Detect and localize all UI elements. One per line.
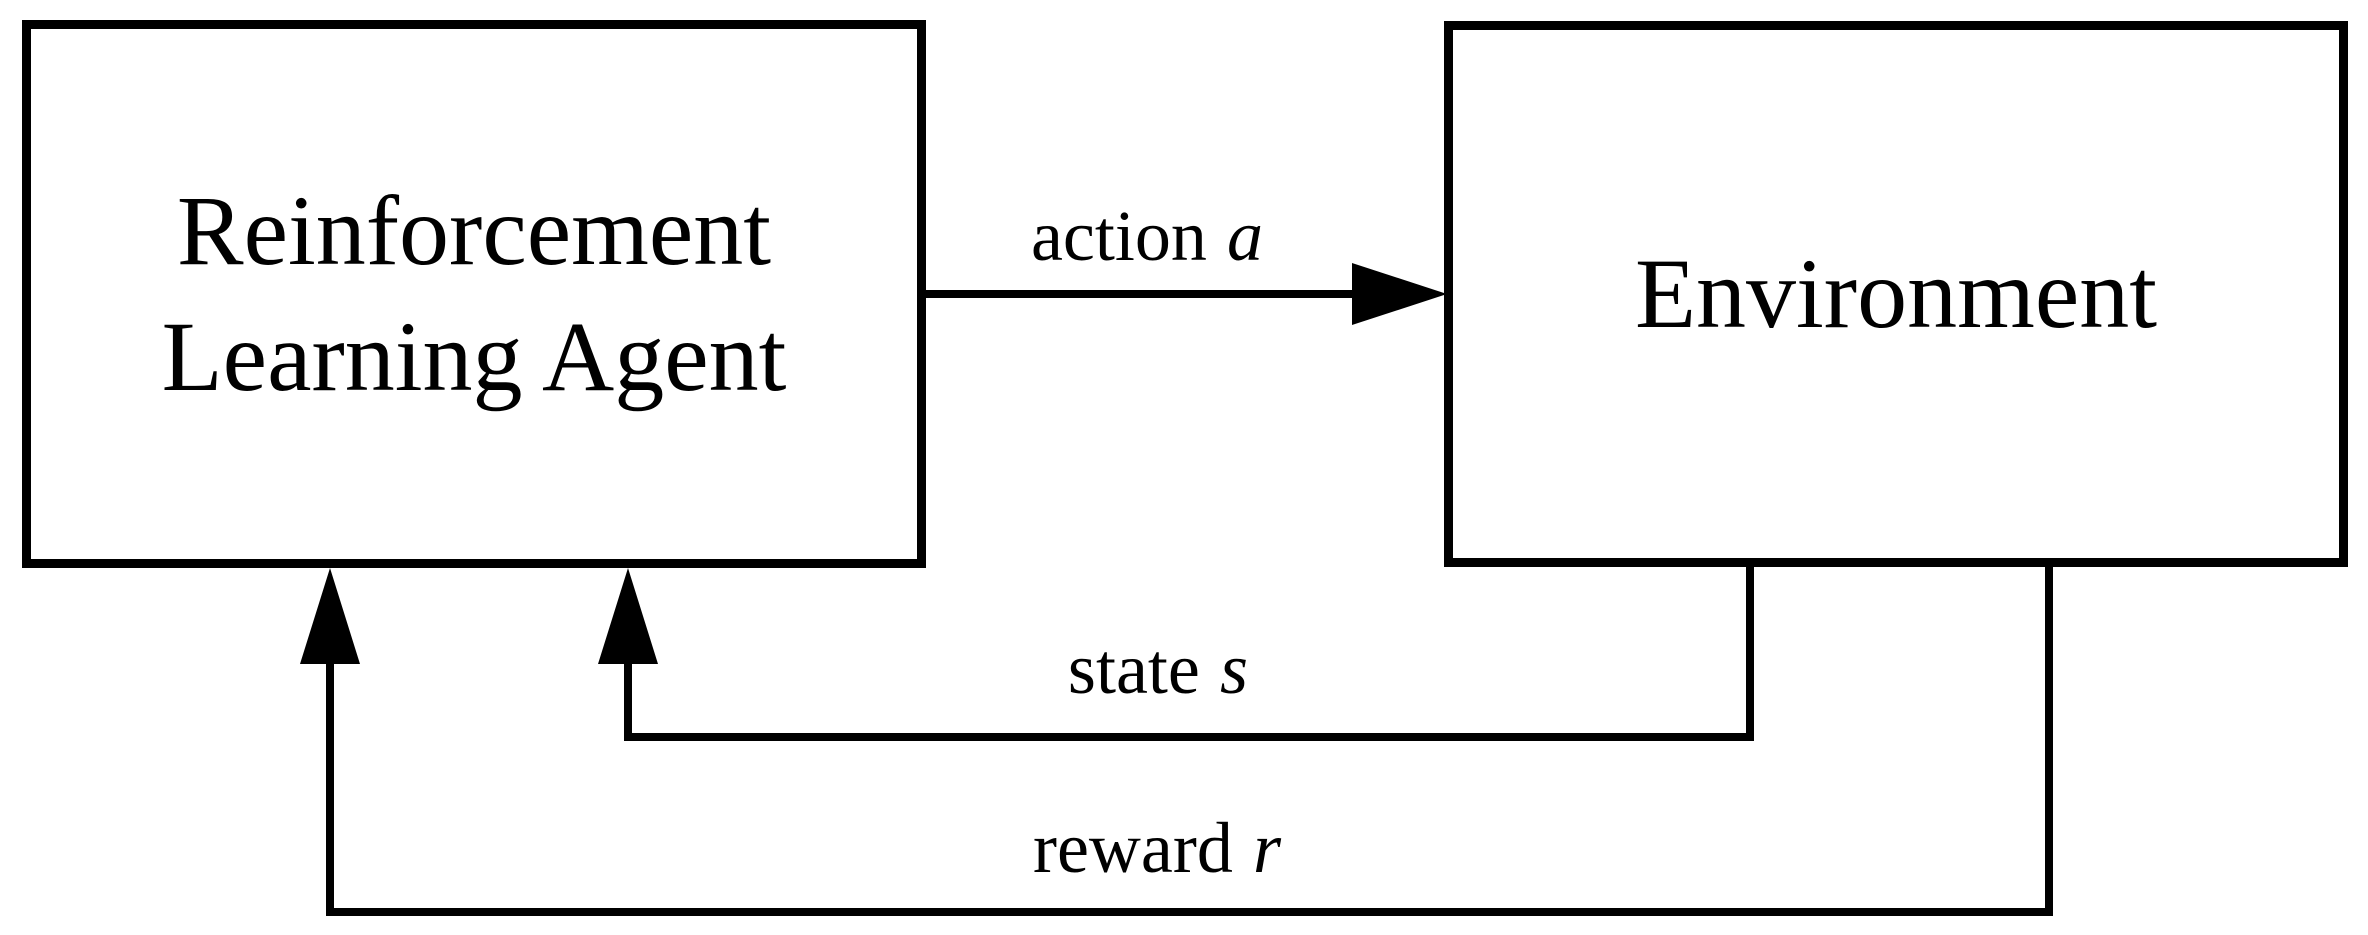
- state-edge-horizontal-line: [624, 733, 1754, 741]
- agent-label-line2: Learning Agent: [161, 301, 787, 412]
- reward-word: reward: [1032, 808, 1233, 888]
- environment-label: Environment: [1634, 238, 2158, 349]
- reward-edge-vertical-from-environment: [2045, 567, 2053, 916]
- state-edge-vertical-from-environment: [1746, 567, 1754, 741]
- state-arrowhead-up: [598, 568, 658, 664]
- reward-edge-vertical-to-agent: [326, 656, 334, 916]
- action-arrowhead-right: [1352, 263, 1447, 325]
- reward-arrowhead-up: [300, 568, 360, 664]
- agent-label-line1: Reinforcement: [176, 175, 772, 286]
- action-word: action: [1030, 196, 1207, 276]
- action-edge-line: [926, 290, 1362, 298]
- reward-edge-horizontal-line: [326, 908, 2053, 916]
- state-symbol: s: [1220, 629, 1249, 709]
- agent-node-box: Reinforcement Learning Agent: [22, 20, 926, 568]
- reward-symbol: r: [1253, 808, 1282, 888]
- state-word: state: [1067, 629, 1200, 709]
- action-symbol: a: [1227, 196, 1264, 276]
- environment-node-box: Environment: [1444, 21, 2348, 567]
- state-edge-vertical-to-agent: [624, 656, 632, 741]
